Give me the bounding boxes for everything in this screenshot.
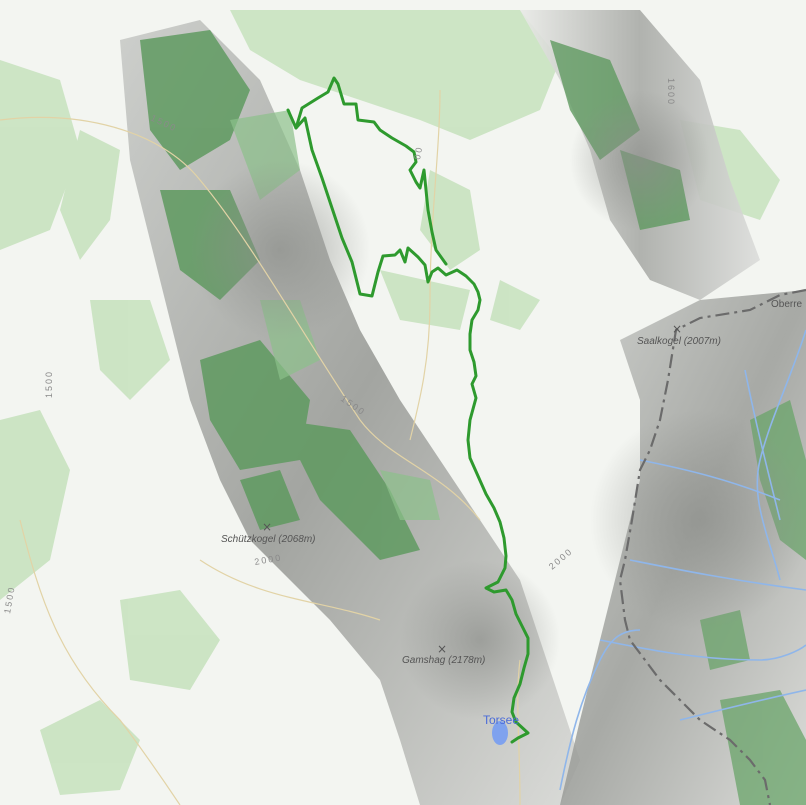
hiking-route[interactable] <box>286 108 530 744</box>
peak-label: Schützkogel (2068m) <box>221 534 316 545</box>
peak-marker-schuetzkogel[interactable]: × Schützkogel (2068m) <box>221 520 316 545</box>
contour-label: 2000 <box>254 552 283 567</box>
contour-label: 00 <box>412 145 424 161</box>
peak-cross-icon: × <box>262 520 272 534</box>
town-label: Oberre <box>771 299 803 310</box>
lake-torsee[interactable] <box>492 721 508 745</box>
roads-layer <box>0 89 521 805</box>
hillshade-spot <box>400 560 560 720</box>
streams-layer <box>559 329 806 791</box>
hillshade-spot <box>590 410 806 630</box>
hillshade-spot <box>190 160 370 340</box>
hillshade-spot <box>570 90 710 230</box>
contour-label: 1500 <box>2 585 17 614</box>
lake-label: Torsee <box>483 713 519 727</box>
peak-cross-icon: × <box>437 642 447 656</box>
contour-label: 1500 <box>44 370 54 398</box>
peak-label: Gamshag (2178m) <box>402 655 485 666</box>
peak-cross-icon: × <box>672 322 682 336</box>
peak-marker-gamshag[interactable]: × Gamshag (2178m) <box>402 642 485 666</box>
peak-marker-saalkogel[interactable]: × Saalkogel (2007m) <box>637 322 721 347</box>
boundary-line <box>618 288 806 805</box>
hiking-route-north-branch[interactable] <box>294 76 448 266</box>
peak-label: Saalkogel (2007m) <box>637 336 721 347</box>
contour-label: 1600 <box>666 78 676 106</box>
